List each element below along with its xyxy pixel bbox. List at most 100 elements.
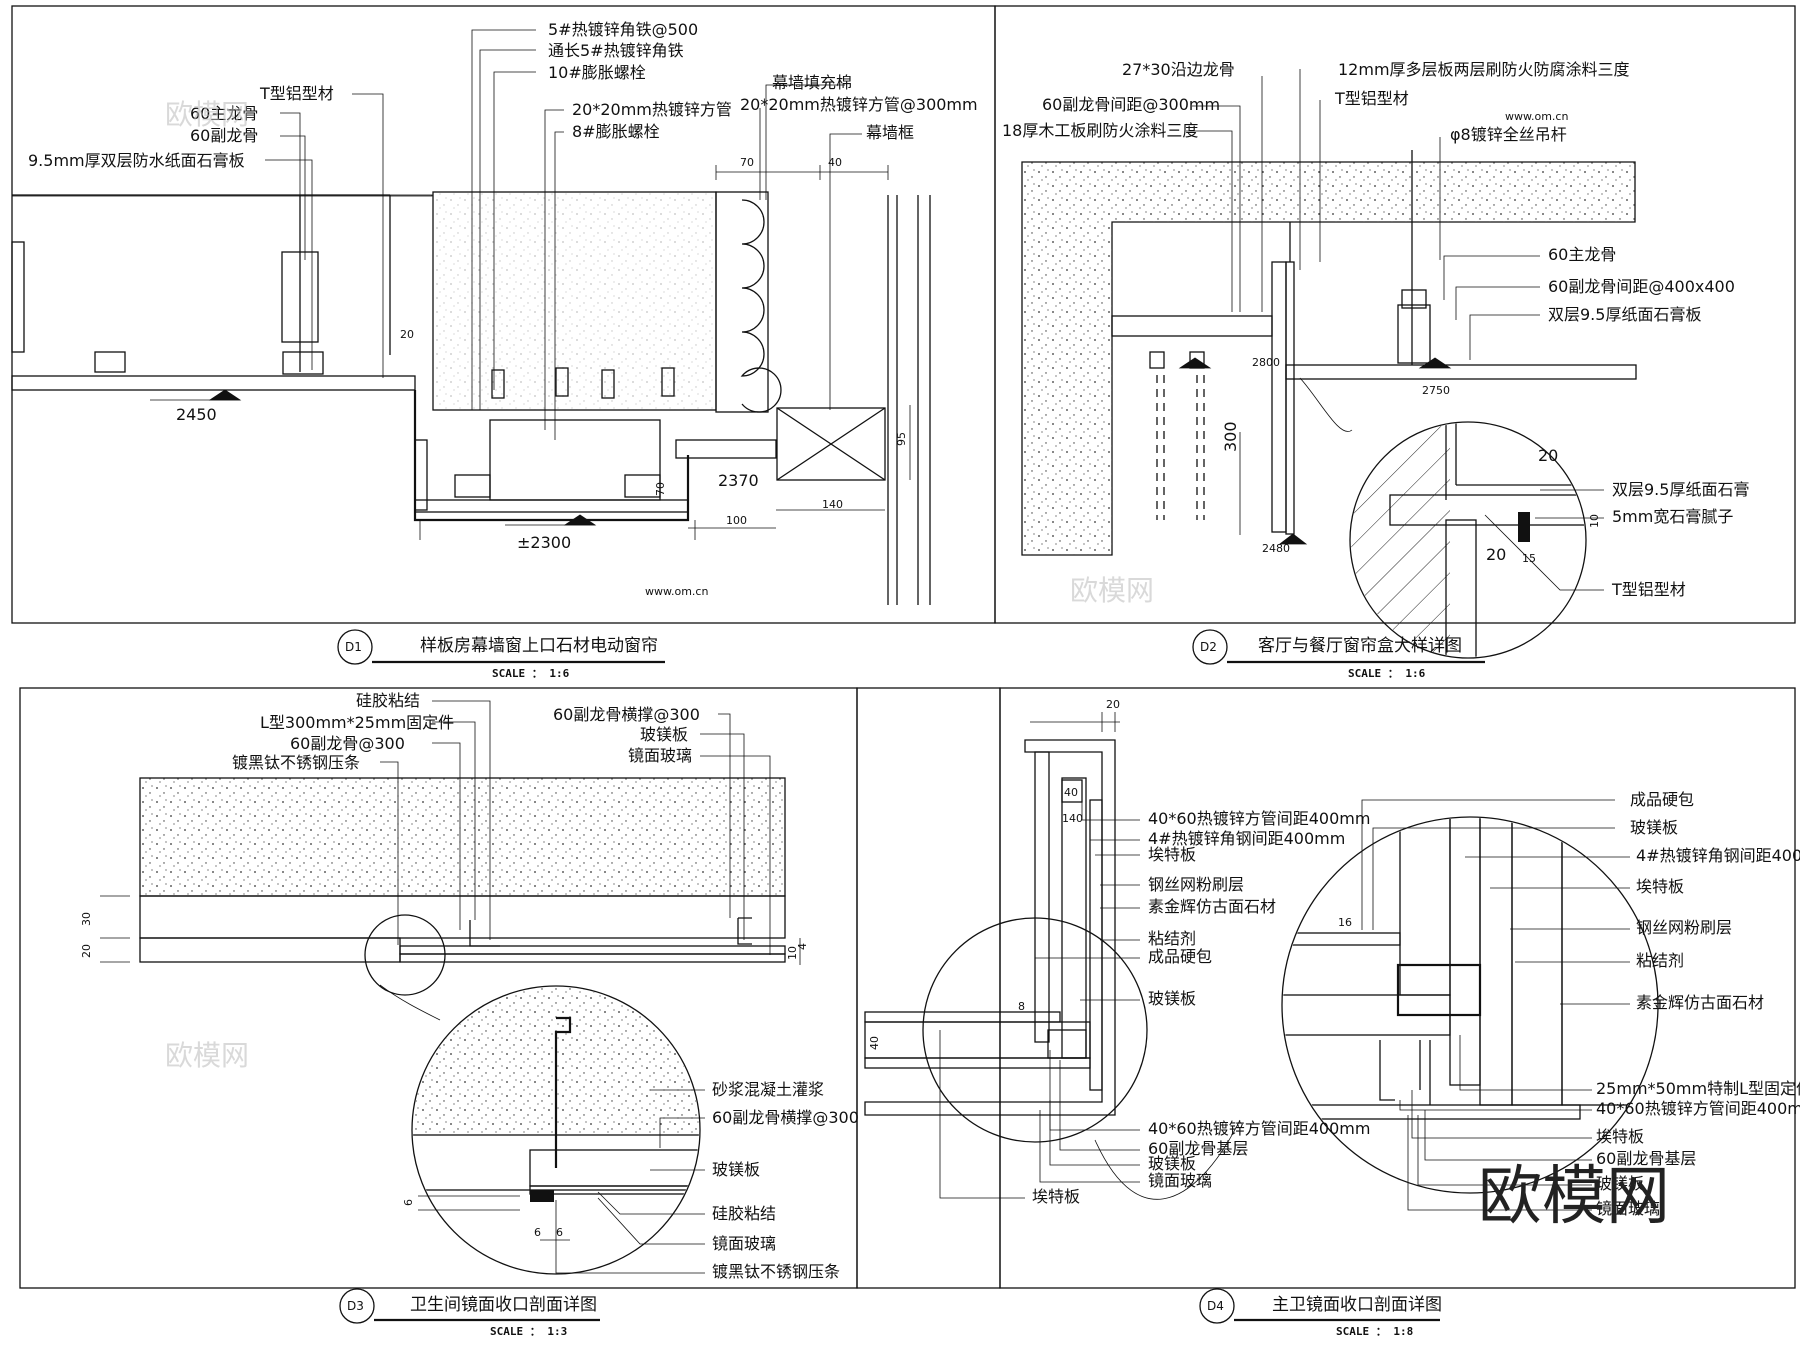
watermark-faint: 欧模网 [165,1039,249,1072]
d1-label-0: 5#热镀锌角铁@500 [548,20,698,39]
d4-board-top [864,1011,1061,1023]
d4-right-label-10: 60副龙骨基层 [1596,1149,1696,1168]
d2-label-1: 12mm厚多层板两层刷防火防腐涂料三度 [1338,60,1630,79]
d4-labels-right: 成品硬包 玻镁板 4#热镀锌角钢间距400mm 埃特板 钢丝网粉刷层 粘结剂 素… [1596,790,1800,1218]
d2-box-side [1271,261,1287,533]
d4-tag: D4 [1207,1299,1224,1313]
d1-title-block: D1 样板房幕墙窗上口石材电动窗帘 SCALE ： 1:6 [337,629,665,680]
d3-scale: SCALE ： 1:3 [490,1325,567,1338]
d3-tag-circle [339,1288,375,1324]
d4-left-label-7: 玻镁板 [1148,989,1196,1008]
d4-left-label-10: 玻镁板 [1148,1154,1196,1173]
d2-label-7: 60副龙骨间距@400x400 [1548,277,1735,296]
d4-left-label-5: 粘结剂 [1148,929,1196,948]
d4-scale: SCALE ： 1:8 [1336,1325,1413,1338]
d2-gypsum [1285,364,1637,380]
d1-curtain-frame [776,195,931,605]
d3-leaders [100,700,801,1274]
d1-label-4: 60主龙骨 [190,104,258,123]
d3-label-3: 镀黑钛不锈钢压条 [232,753,360,772]
d1-labels: 5#热镀锌角铁@500 通长5#热镀锌角铁 10#膨胀螺栓 T型铝型材 60主龙… [28,20,978,552]
d1-tag: D1 [345,640,362,654]
d4-dim-2: 140 [1062,812,1083,825]
d3-labels: 硅胶粘结 L型300mm*25mm固定件 60副龙骨@300 镀黑钛不锈钢压条 … [80,691,859,1281]
d1-dim-9: 70 [654,482,667,496]
d1-curtain-box [413,390,777,522]
d3-dim-2: 6 [402,1199,415,1206]
d2-label-0: 27*30沿边龙骨 [1122,60,1235,79]
d3-label-12: 镀黑钛不锈钢压条 [712,1262,840,1281]
d4-title: 主卫镜面收口剖面详图 [1272,1295,1442,1315]
d4-right-label-4: 钢丝网粉刷层 [1636,918,1732,937]
d1-title: 样板房幕墙窗上口石材电动窗帘 [420,636,658,656]
d4-left-label-6: 成品硬包 [1148,947,1212,966]
d2-label-8: 双层9.5厚纸面石膏板 [1548,305,1701,324]
d3-mortar [139,895,786,939]
d4-right-label-8: 40*60热镀锌方管间距400mm [1596,1099,1800,1118]
d1-dim-8: 95 [895,432,908,446]
d2-label-4: 18厚木工板刷防火涂料三度 [1002,121,1198,140]
d4-left-label-2: 埃特板 [1148,845,1196,864]
d2-dim-3: 2480 [1262,542,1290,555]
d4-dim-4: 16 [1338,916,1352,929]
d4-magnified [1094,816,1659,1200]
d3-mirror [399,953,786,963]
d3-dim-4: 6 [556,1226,563,1239]
d4-right-label-0: 成品硬包 [1630,790,1694,809]
d2-tag-circle [1192,629,1228,665]
d2-label-9: 双层9.5厚纸面石膏 [1612,480,1749,499]
d4-tag-circle [1199,1288,1235,1324]
d1-scale: SCALE ： 1:6 [492,667,570,680]
d4-right-label-7: 25mm*50mm特制L型固定件 [1596,1079,1800,1098]
d1-dim-6: 100 [726,514,747,527]
d1-dim-7: 140 [822,498,843,511]
d4-right-label-5: 粘结剂 [1636,951,1684,970]
watermark-faint: 欧模网 [1070,574,1154,607]
d2-leaders [1178,69,1604,591]
d1-dim-2: 2370 [718,471,759,490]
d1-dim-3: 70 [740,156,754,169]
d1-label-5: 60副龙骨 [190,126,258,145]
d4-right-label-12: 镜面玻璃 [1596,1199,1660,1218]
d4-left-label-3: 钢丝网粉刷层 [1148,875,1244,894]
d1-dim-0: 2450 [176,405,217,424]
d1-detail [11,29,931,605]
d1-label-3: T型铝型材 [259,84,334,103]
d4-left-label-9: 60副龙骨基层 [1148,1139,1248,1158]
d2-dim-7: 10 [1588,514,1601,528]
watermark-brand-logo: 欧模网 [1478,1160,1670,1234]
d4-detail [864,712,1659,1211]
d3-dim-6: 4 [796,943,809,950]
d1-dim-4: 40 [828,156,842,169]
d2-dim-6: 15 [1522,552,1536,565]
d1-tag-circle [337,629,373,665]
d2-label-5: φ8镀锌全丝吊杆 [1450,125,1567,144]
d2-title: 客厅与餐厅窗帘盒大样详图 [1258,636,1462,656]
d4-right-label-6: 素金辉仿古面石材 [1636,993,1764,1012]
d1-label-7: 20*20mm热镀锌方管 [572,100,732,119]
d3-detail [100,700,801,1275]
d1-leaders [265,29,862,440]
d2-labels: 27*30沿边龙骨 12mm厚多层板两层刷防火防腐涂料三度 T型铝型材 60副龙… [1002,60,1749,599]
d3-label-5: 玻镁板 [640,725,688,744]
d3-label-4: 60副龙骨横撑@300 [553,705,700,724]
d1-label-9: 幕墙填充棉 [772,73,852,92]
d2-magnified [1299,377,1587,659]
d3-label-7: 砂浆混凝土灌浆 [712,1080,824,1099]
d1-label-2: 10#膨胀螺栓 [548,63,646,82]
d3-label-8: 60副龙骨横撑@300 [712,1108,859,1127]
d3-magnified [379,984,701,1275]
d3-title: 卫生间镜面收口剖面详图 [410,1295,597,1315]
d2-dim-0: 2800 [1252,356,1280,369]
d4-title-block: D4 主卫镜面收口剖面详图 SCALE ： 1:8 [1199,1288,1442,1338]
d3-dim-3: 6 [534,1226,541,1239]
d4-dim-5: 8 [1018,1000,1025,1013]
d3-tag: D3 [347,1299,364,1313]
d3-board-left [139,937,401,963]
d2-title-block: D2 客厅与餐厅窗帘盒大样详图 SCALE ： 1:6 [1192,629,1485,680]
d4-stone-wall [864,739,1116,1116]
d4-right-label-2: 4#热镀锌角钢间距400mm [1636,846,1800,865]
d2-board [1111,315,1273,337]
d2-label-6: 60主龙骨 [1548,245,1616,264]
